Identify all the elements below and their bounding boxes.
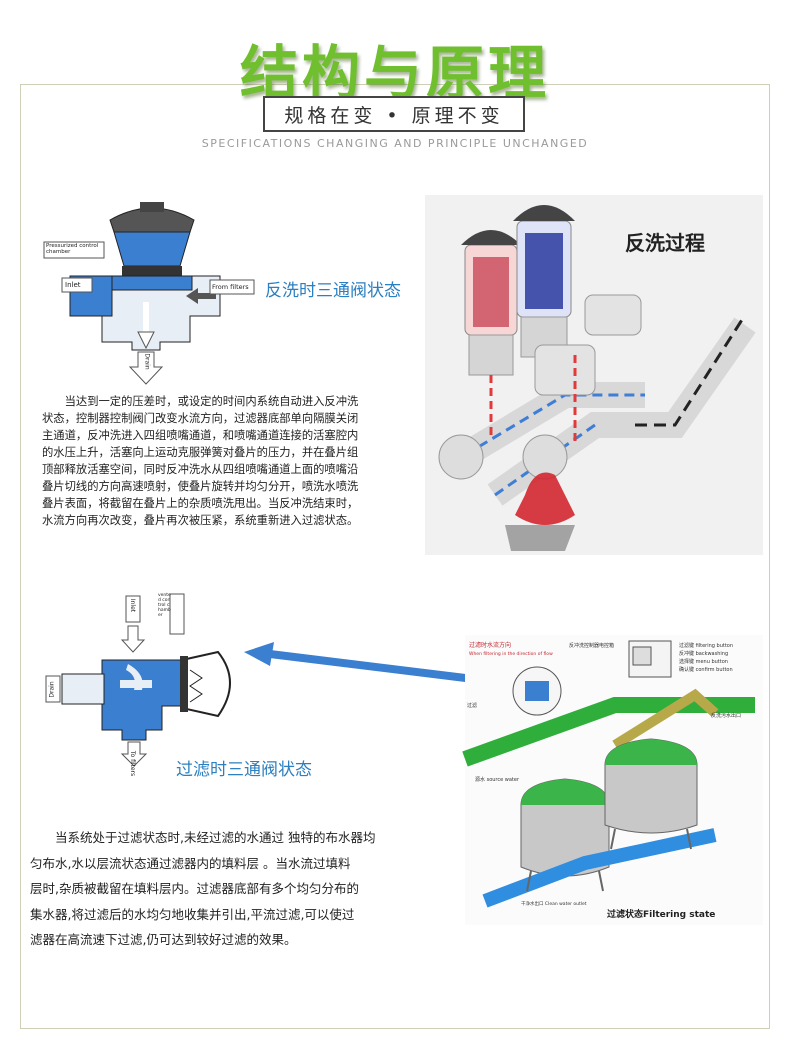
filtering-valve-diagram bbox=[45, 593, 231, 767]
filtering-line: 滤器在高流速下过滤,仍可达到较好过滤的效果。 bbox=[30, 932, 297, 947]
filtering-line: 匀布水,水以层流状态通过滤器内的填料层 。当水流过填料 bbox=[30, 855, 351, 871]
backwash-line: 主通道，反冲洗进入四组喷嘴通道，和喷嘴通道连接的活塞腔内 bbox=[42, 429, 359, 442]
filtering-process-image: 过滤时水流方向 When filtering in the direction … bbox=[462, 635, 763, 925]
page-title: 结构与原理 bbox=[239, 39, 550, 107]
label-to-filters: To filters bbox=[129, 750, 137, 777]
backwash-line: 的水压上升，活塞向上运动克服弹簧对叠片的压力，并在叠片组 bbox=[42, 446, 359, 459]
label-from-filters: From filters bbox=[212, 283, 249, 291]
backwash-process-image: 反洗过程 bbox=[425, 195, 763, 555]
backwash-state-label: 反洗时三通阀状态 bbox=[265, 281, 401, 301]
filter-label-source: 源水 source water bbox=[475, 776, 520, 783]
backwash-photo-title: 反洗过程 bbox=[625, 231, 705, 255]
filter-caption: 过滤状态Filtering state bbox=[607, 908, 715, 920]
flow-arrow bbox=[244, 642, 499, 686]
backwash-line: 叠片表面，将截留在叠片上的杂质喷洗甩出。当反冲洗结束时， bbox=[42, 497, 359, 510]
backwash-line: 顶部释放活塞空间，同时反冲洗水从四组喷嘴通道上面的喷嘴沿 bbox=[42, 463, 359, 476]
header-divider bbox=[20, 84, 770, 85]
filtering-description: 当系统处于过滤状态时,未经过滤的水通过 独特的布水器均 匀布水,水以层流状态通过… bbox=[30, 825, 430, 953]
label-pressurized: Pressurized control chamber bbox=[46, 243, 99, 255]
label-inlet-filtering: Inlet bbox=[129, 598, 137, 613]
backwash-line: 叠片切线的方向高速喷射，使叠片旋转并均匀分开，喷洗水喷洗 bbox=[42, 480, 359, 493]
content-frame bbox=[20, 84, 770, 1029]
filtering-line: 集水器,将过滤后的水均匀地收集并引出,平流过滤,可以使过 bbox=[30, 906, 355, 922]
filter-label-btn4: 确认键 confirm button bbox=[679, 666, 733, 673]
label-drain-filtering: Drain bbox=[48, 681, 56, 698]
filter-label-flow: 过滤时水流方向 bbox=[469, 641, 511, 649]
backwash-line: 水流方向再次改变，叠片再次被压紧，系统重新进入过滤状态。 bbox=[42, 514, 359, 527]
filter-label-btn1: 过滤键 filtering button bbox=[679, 642, 733, 649]
backwash-description: 当达到一定的压差时，或设定的时间内系统自动进入反冲洗 状态，控制器控制阀门改变水… bbox=[42, 393, 412, 529]
backwash-valve-diagram bbox=[43, 202, 255, 385]
filter-label-flow-en: When filtering in the direction of flow bbox=[469, 651, 553, 657]
filter-label-btn3: 选择键 menu button bbox=[679, 658, 728, 665]
filtering-state-label: 过滤时三通阀状态 bbox=[176, 760, 312, 780]
filter-label-controller: 反冲洗控制器电控箱 bbox=[569, 642, 614, 649]
backwash-line: 当达到一定的压差时，或设定的时间内系统自动进入反冲洗 bbox=[42, 395, 359, 408]
label-inlet-backwash: Inlet bbox=[65, 281, 81, 289]
backwash-line: 状态，控制器控制阀门改变水流方向，过滤器底部单向隔膜关闭 bbox=[42, 412, 359, 425]
label-drain-backwash: Drain bbox=[143, 353, 151, 370]
filtering-line: 层时,杂质被截留在填料层内。过滤器底部有多个均匀分布的 bbox=[30, 881, 359, 896]
filter-label-clean: 干净水出口 Clean water outlet bbox=[521, 900, 587, 907]
filter-label-btn2: 反冲键 backwashing bbox=[679, 650, 728, 657]
subtitle-text: 规格在变 • 原理不变 bbox=[284, 104, 504, 127]
filter-label-outlet: 反洗污水出口 bbox=[711, 712, 741, 719]
english-subtitle: SPECIFICATIONS CHANGING AND PRINCIPLE UN… bbox=[201, 137, 589, 150]
subtitle-box: 规格在变 • 原理不变 bbox=[263, 96, 525, 132]
label-vented: vented control chamber bbox=[158, 593, 171, 618]
filter-label-inflow: 过滤 bbox=[467, 702, 477, 709]
filtering-line: 当系统处于过滤状态时,未经过滤的水通过 独特的布水器均 bbox=[30, 830, 376, 845]
